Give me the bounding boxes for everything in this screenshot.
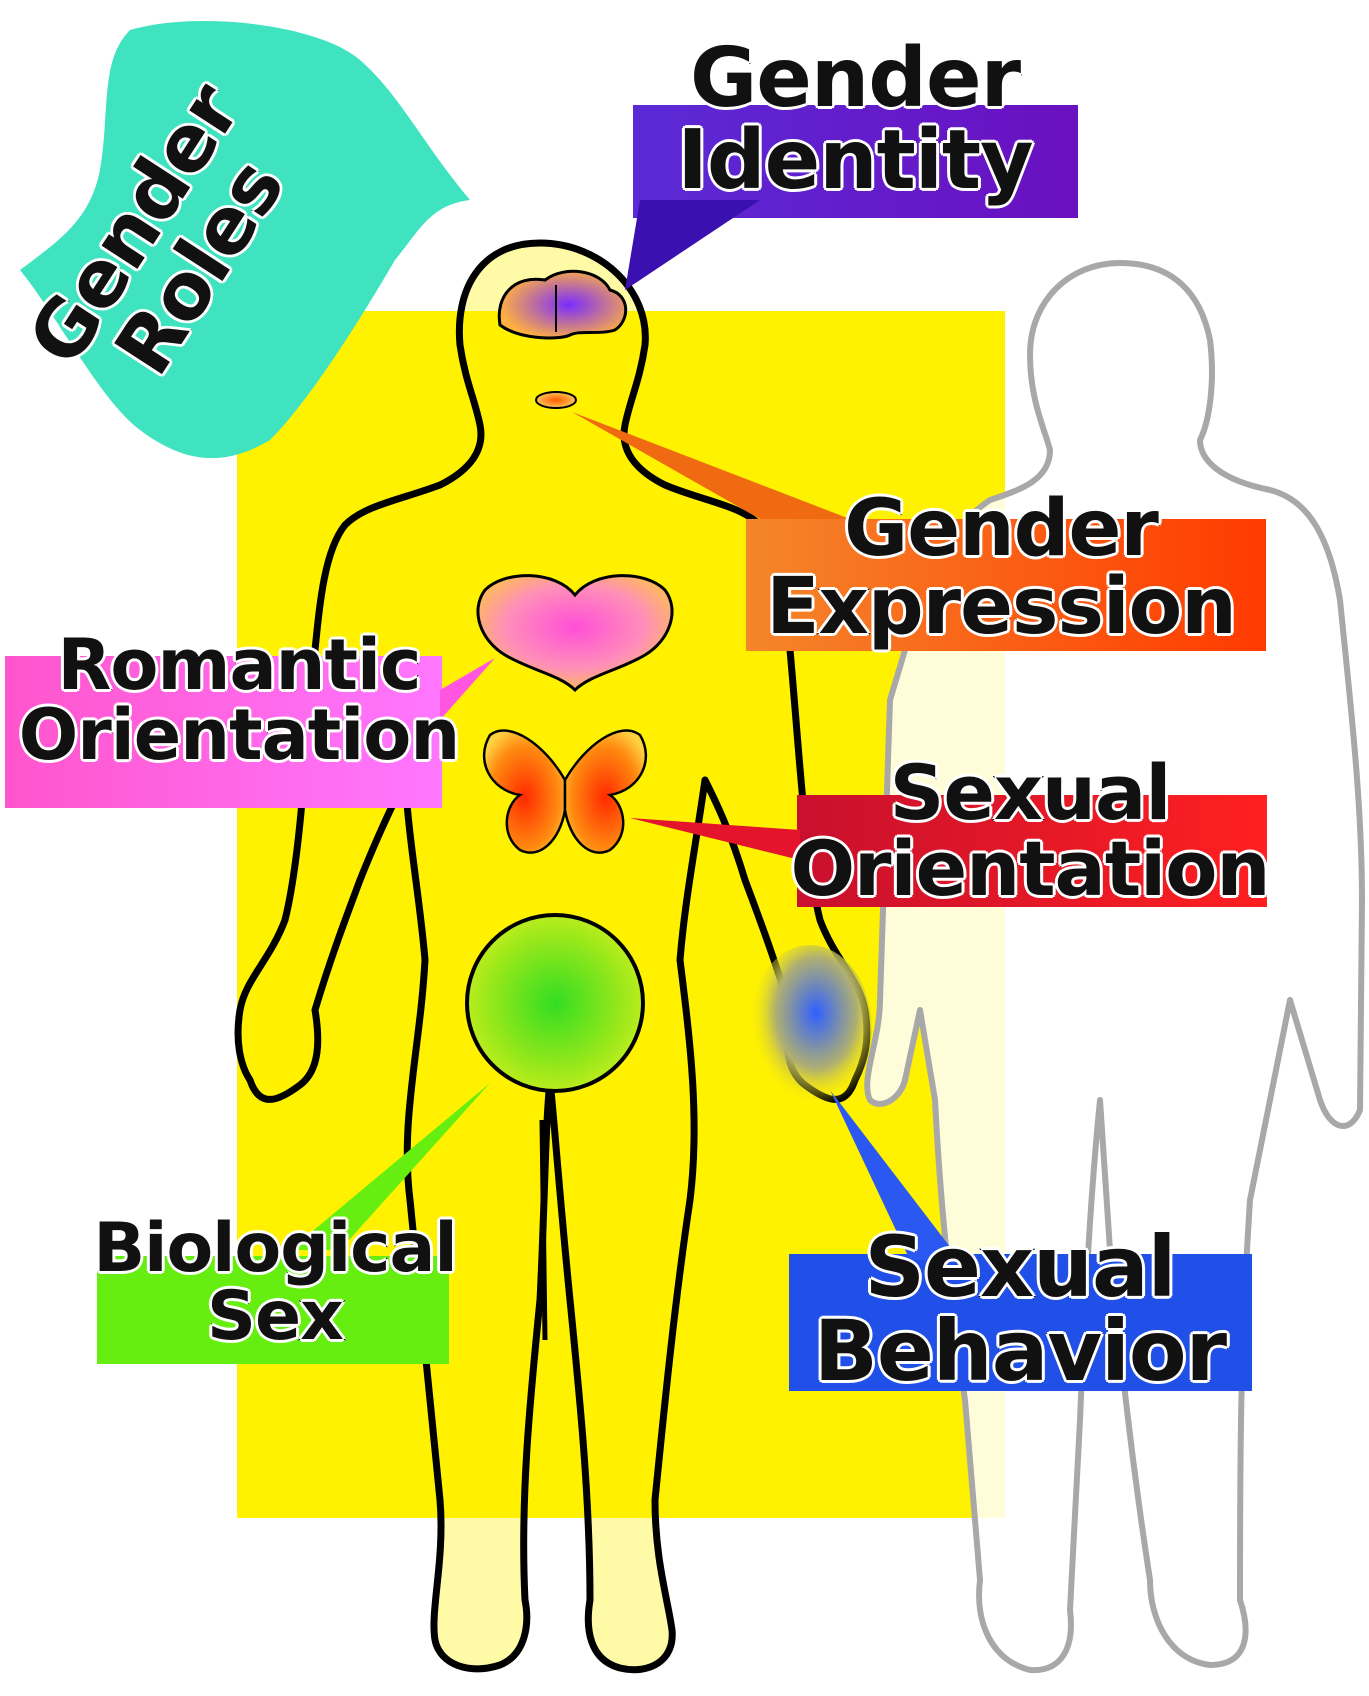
gender-identity-line-2: Identity [676, 113, 1035, 208]
front-figure-leg-line [539, 1119, 548, 1341]
sexual-orientation-pointer [630, 818, 800, 860]
romantic-orientation-pointer [440, 658, 495, 720]
sexual-orientation-label: Sexual Orientation [760, 748, 1300, 913]
sexual-behavior-line-2: Behavior [812, 1302, 1228, 1400]
sexual-orientation-box [797, 795, 1267, 907]
brain-icon [497, 269, 628, 340]
gender-expression-pointer [572, 412, 850, 519]
sexual-behavior-label: Sexual Behavior [740, 1218, 1300, 1400]
romantic-orientation-label: Romantic Orientation [0, 624, 478, 776]
biological-sex-box [97, 1256, 449, 1364]
gender-identity-box [633, 105, 1078, 218]
sexual-orientation-line-1: Sexual [888, 748, 1173, 837]
heart-icon [476, 574, 674, 693]
romantic-orientation-box [5, 656, 442, 808]
romantic-orientation-line-1: Romantic [56, 624, 423, 706]
body-circle-icon [465, 913, 645, 1093]
gender-expression-line-2: Expression [765, 562, 1239, 652]
gender-identity-line-1: Gender [688, 31, 1022, 126]
gender-expression-line-1: Gender [843, 484, 1161, 574]
biological-sex-pointer [290, 1083, 490, 1250]
biological-sex-line-1: Biological [92, 1209, 459, 1288]
sexual-behavior-line-1: Sexual [863, 1218, 1178, 1316]
sexual-behavior-box [789, 1254, 1252, 1391]
gender-expression-box [746, 519, 1266, 651]
gender-expression-label: Gender Expression [716, 484, 1286, 652]
sexual-behavior-pointer [830, 1090, 960, 1260]
gender-identity-pointer [625, 200, 760, 290]
gender-roles-banner [20, 21, 470, 459]
biological-sex-label: Biological Sex [30, 1209, 520, 1356]
mouth-icon [535, 391, 577, 409]
sexual-orientation-line-2: Orientation [789, 824, 1272, 913]
hand-glow-icon [748, 945, 872, 1115]
butterfly-icon [482, 729, 648, 854]
biological-sex-line-2: Sex [206, 1277, 346, 1356]
gender-identity-label: Gender Identity [610, 31, 1100, 208]
romantic-orientation-line-2: Orientation [17, 694, 461, 776]
